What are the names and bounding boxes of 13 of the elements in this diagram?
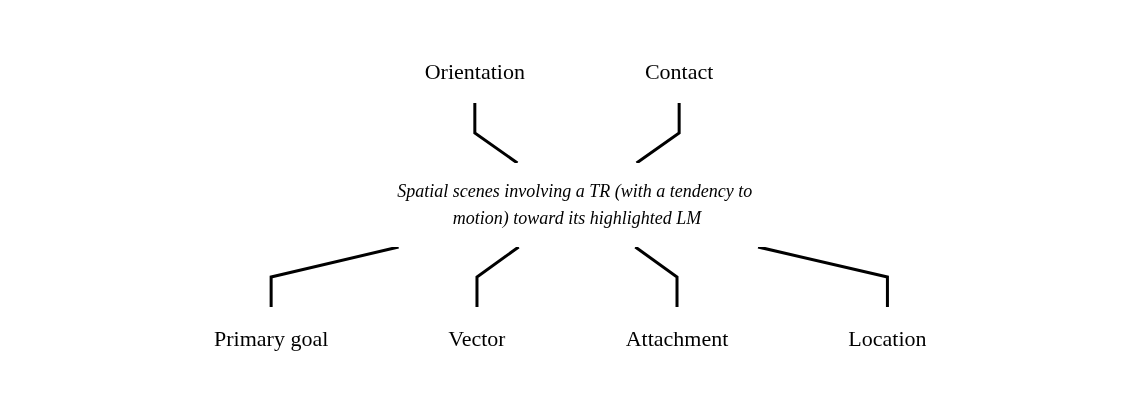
node-text: Location (848, 326, 927, 351)
node-text: Primary goal (213, 326, 328, 351)
node-text: Vector (448, 326, 506, 351)
connector (475, 245, 520, 307)
connector (635, 103, 681, 165)
node-text: Spatial scenes involving a TR (with a tendency to motion) toward its highlighted LM (397, 181, 752, 228)
connector (473, 103, 518, 165)
connector (757, 245, 889, 307)
node-text: Attachment (625, 326, 729, 351)
node-text: Contact (644, 59, 714, 84)
connector (269, 245, 399, 307)
connector (634, 245, 679, 307)
node-text: Orientation (424, 59, 525, 84)
